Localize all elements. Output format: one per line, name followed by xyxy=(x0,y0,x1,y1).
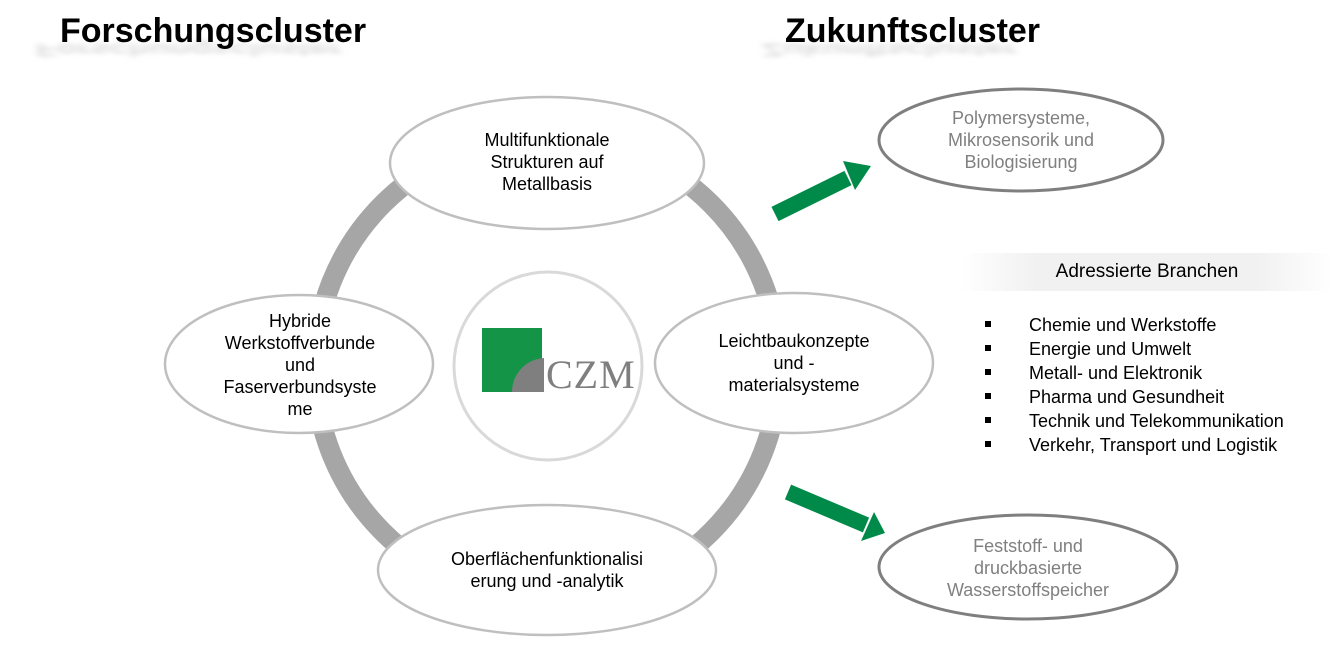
logo-circle xyxy=(452,270,644,462)
arrow-lower xyxy=(784,484,885,541)
future-cluster-upper-label: Polymersysteme, Mikrosensorik und Biolog… xyxy=(947,108,1095,172)
czm-logo: CZM xyxy=(482,328,642,397)
future-ellipse-lower xyxy=(877,513,1179,621)
cluster-bottom-label: Oberflächenfunktionalisi erung und -anal… xyxy=(450,549,644,591)
arrow-upper xyxy=(771,161,871,222)
branch-item: Chemie und Werkstoffe xyxy=(985,313,1284,337)
logo-text: CZM xyxy=(546,352,636,392)
ellipse-bottom xyxy=(376,503,718,637)
heading-future-clusters: Zukunftscluster xyxy=(785,12,1041,50)
heading-research-clusters: Forschungscluster xyxy=(60,12,367,50)
branch-item: Technik und Telekommunikation xyxy=(985,409,1284,433)
cluster-right-label: Leichtbaukonzepte und - materialsysteme xyxy=(718,331,870,395)
branch-item: Verkehr, Transport und Logistik xyxy=(985,433,1284,457)
future-ellipse-upper xyxy=(877,87,1165,193)
branch-item: Metall- und Elektronik xyxy=(985,361,1284,385)
branches-title: Adressierte Branchen xyxy=(962,253,1332,291)
branches-list: Chemie und Werkstoffe Energie und Umwelt… xyxy=(985,313,1284,457)
cluster-left-label: Hybride Werkstoffverbunde und Faserverbu… xyxy=(223,311,377,419)
branch-item: Pharma und Gesundheit xyxy=(985,385,1284,409)
ellipse-right xyxy=(653,291,935,435)
cluster-top-label: Multifunktionale Strukturen auf Metallba… xyxy=(484,130,610,194)
branch-item: Energie und Umwelt xyxy=(985,337,1284,361)
ellipse-left xyxy=(163,293,435,435)
ellipse-top xyxy=(388,95,706,231)
future-cluster-lower-label: Feststoff- und druckbasierte Wasserstoff… xyxy=(946,536,1110,600)
